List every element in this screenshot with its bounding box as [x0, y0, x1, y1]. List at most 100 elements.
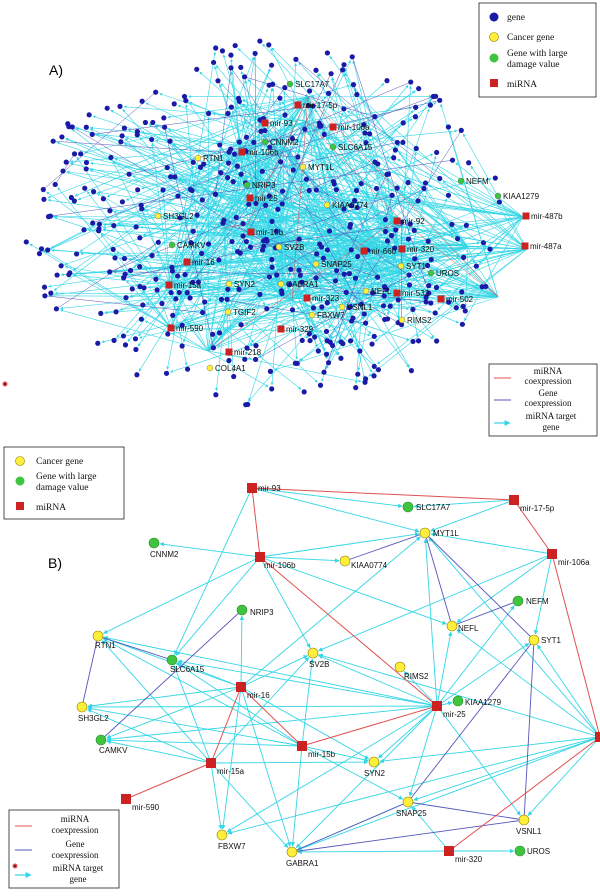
gene-node — [82, 185, 88, 191]
panel-a-node-label: SLC6A15 — [338, 143, 373, 152]
gene-node — [83, 159, 90, 166]
panel-a-target-edge — [295, 139, 524, 218]
gene-node — [163, 370, 170, 376]
panel-b-node-mir-25: mir-25 — [432, 701, 466, 719]
gene-node — [425, 238, 431, 244]
gene-node — [351, 197, 358, 204]
panel-a-gene-coexpression-edge — [335, 174, 388, 281]
cancer-gene-circle-icon — [92, 630, 104, 642]
panel-a-target-edge — [135, 197, 257, 287]
gene-node — [361, 311, 367, 317]
legend-a-edges: miRNA coexpression Gene coexpression miR… — [488, 363, 598, 437]
gene-node — [153, 89, 159, 95]
gene-node — [233, 214, 239, 220]
gene-node — [96, 228, 102, 234]
mirna-square-icon-b — [16, 502, 24, 510]
panel-b-letter: B) — [48, 555, 62, 571]
gene-node — [139, 98, 145, 104]
gene-node — [225, 286, 231, 292]
panel-a-target-edge — [379, 232, 412, 251]
panel-b-node-label: CAMKV — [99, 746, 128, 755]
gene-node — [238, 322, 244, 328]
panel-a-gene-coexpression-edge — [129, 100, 440, 175]
panel-a-node-label: mir-106b — [247, 148, 279, 157]
panel-a-target-edge — [124, 143, 401, 297]
target-edge — [295, 705, 438, 849]
panel-a-target-edge — [281, 101, 381, 251]
panel-a-target-edge — [170, 327, 323, 333]
gene-node — [177, 215, 183, 221]
legend-cancer-gene: Cancer gene — [507, 33, 554, 43]
gene-node — [407, 221, 413, 227]
large-damage-circle-icon — [148, 537, 160, 549]
panel-a-node-label: UROS — [436, 269, 459, 278]
legend-gene: gene — [507, 13, 525, 23]
mirna-square-icon — [398, 245, 406, 253]
gene-node — [121, 255, 128, 262]
mirna-coexpression-edge — [240, 686, 303, 747]
gene-node — [172, 174, 178, 180]
gene-node — [228, 104, 235, 110]
panel-b-node-rims2: RIMS2 — [394, 661, 429, 681]
gene-node — [217, 142, 223, 148]
gene-node — [371, 363, 377, 370]
mirna-square-icon — [261, 119, 269, 127]
target-edge — [411, 806, 450, 852]
panel-a-target-edge — [133, 120, 307, 269]
panel-a-target-edge — [74, 96, 309, 197]
panel-a-target-edge — [139, 137, 283, 298]
panel-a-target-edge — [231, 96, 309, 114]
mirna-square-icon — [277, 325, 285, 333]
gene-coexpression-edge — [424, 532, 535, 641]
gene-node — [179, 322, 185, 328]
panel-a-target-edge — [207, 117, 211, 352]
panel-a-node-mir-16: mir-16 — [183, 258, 215, 267]
mirna-square-icon — [490, 79, 498, 87]
gene-node — [210, 331, 216, 337]
gene-node — [326, 228, 333, 234]
mirna-square-icon — [595, 732, 600, 742]
gene-coexpression-edge — [424, 532, 453, 627]
panel-a-node-mir-92: mir-92 — [393, 217, 425, 226]
panel-a-target-edge — [169, 284, 302, 390]
gene-node — [241, 74, 248, 80]
panel-b-node-nefm: NEFM — [512, 595, 549, 607]
panel-b-node-vsnl1: VSNL1 — [516, 814, 542, 836]
gene-node — [107, 269, 113, 275]
panel-a-gene-coexpression-edge — [289, 284, 427, 303]
panel-a-target-edge — [128, 273, 499, 298]
gene-node — [434, 149, 440, 156]
panel-a-target-edge — [455, 162, 524, 218]
gene-node — [225, 110, 231, 117]
gene-node — [119, 199, 126, 205]
panel-a-target-edge — [42, 147, 245, 253]
gene-node — [324, 300, 330, 306]
panel-a-target-edge — [284, 147, 302, 272]
gene-node — [190, 279, 196, 285]
gene-node — [371, 333, 377, 339]
panel-b-node-label: mir-590 — [132, 803, 160, 812]
panel-a-target-edge — [255, 122, 265, 199]
gene-node — [258, 128, 264, 134]
target-edge — [301, 658, 315, 747]
panel-a-target-edge — [47, 96, 309, 199]
gene-node — [184, 290, 190, 296]
panel-a-gene-coexpression-edge — [44, 295, 203, 313]
gene-node — [113, 309, 119, 315]
cancer-gene-circle-icon — [368, 756, 380, 768]
panel-b-node-mir-92: mir-92 — [595, 732, 600, 742]
gene-node — [282, 112, 288, 118]
gene-node — [54, 272, 60, 278]
gene-node — [347, 224, 353, 230]
gene-node — [371, 373, 377, 379]
panel-b-node-label: SNAP25 — [396, 809, 427, 818]
gene-node — [243, 238, 250, 245]
gene-node — [126, 171, 132, 177]
gene-node — [416, 85, 422, 92]
panel-a-target-edge — [215, 147, 245, 392]
gene-node — [445, 192, 452, 198]
panel-a-target-edge — [276, 96, 309, 272]
panel-b-node-slc6a15: SLC6A15 — [166, 654, 205, 674]
gene-node — [66, 272, 72, 278]
